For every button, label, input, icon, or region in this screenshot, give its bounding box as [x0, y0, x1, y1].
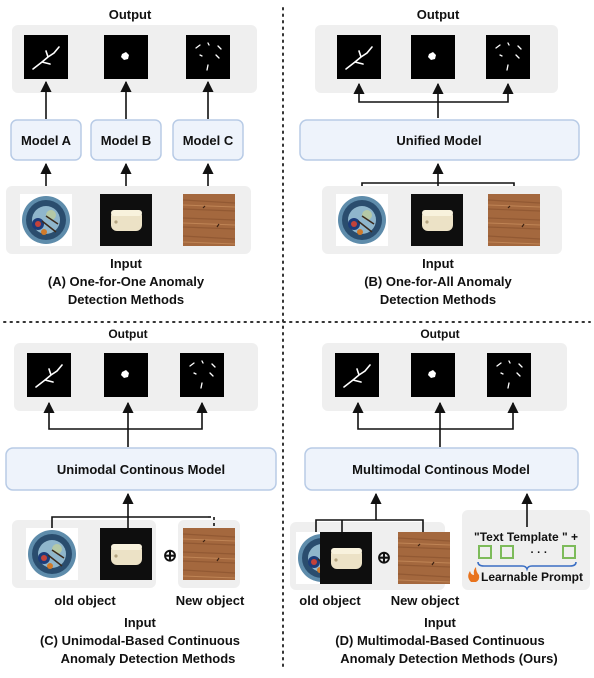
panel-b-caption-1: (B) One-for-All Anomaly [364, 274, 512, 289]
panel-b-input-label: Input [422, 256, 454, 271]
panel-a-mask-2 [104, 35, 148, 79]
panel-d-mask-3 [486, 352, 532, 398]
panel-c-output-label: Output [108, 327, 147, 341]
panel-a-mask-3 [185, 34, 231, 80]
panel-c-plus-symbol: ⊕ [163, 546, 177, 565]
panel-a-mask-1 [23, 34, 69, 80]
panel-d-old-label: old object [299, 593, 361, 608]
panel-c-new-label: New object [176, 593, 245, 608]
prompt-token-n [562, 545, 576, 559]
prompt-token-1 [478, 545, 492, 559]
panel-d-mask-1 [334, 352, 380, 398]
panel-a-input-label: Input [110, 256, 142, 271]
model-a-label: Model A [21, 133, 72, 148]
panel-b-input-wood [487, 193, 541, 247]
panel-c-old-label: old object [54, 593, 116, 608]
learnable-prompt-label: Learnable Prompt [481, 570, 583, 584]
panel-b-caption-2: Detection Methods [380, 292, 496, 307]
panel-b-mask-1 [336, 34, 382, 80]
unimodal-model-label: Unimodal Continous Model [57, 462, 225, 477]
panel-a-input-wood [182, 193, 236, 247]
panel-d-mask-2 [411, 353, 455, 397]
panel-d-plus-symbol: ⊕ [377, 548, 391, 567]
panel-c-input-screw [25, 527, 79, 581]
panel-c-caption-1: (C) Unimodal-Based Continuous [40, 633, 240, 648]
panel-a-caption-2: Detection Methods [68, 292, 184, 307]
panel-c-input-wood [182, 527, 236, 581]
model-c-box [172, 119, 244, 161]
panel-d-output-label: Output [420, 327, 459, 341]
panel-c-caption-2: Anomaly Detection Methods [61, 651, 236, 666]
model-c-label: Model C [183, 133, 234, 148]
unified-model-box [299, 119, 580, 161]
unified-model-label: Unified Model [396, 133, 481, 148]
model-a-box [10, 119, 82, 161]
panel-b-mask-2 [411, 35, 455, 79]
multimodal-model-label: Multimodal Continous Model [352, 462, 530, 477]
panel-b-mask-3 [485, 34, 531, 80]
panel-d-new-label: New object [391, 593, 460, 608]
model-b-box [90, 119, 162, 161]
prompt-dots: · · · [530, 547, 547, 559]
panel-a-input-pill [100, 194, 152, 246]
panel-c-mask-1 [26, 352, 72, 398]
panel-c-mask-2 [104, 353, 148, 397]
multimodal-model-box [304, 447, 579, 491]
panel-c-input-pill [100, 528, 152, 580]
panel-a-output-label: Output [109, 7, 152, 22]
panel-d-caption-2: Anomaly Detection Methods (Ours) [340, 651, 557, 666]
panel-c-input-label: Input [124, 615, 156, 630]
panel-b-output-label: Output [417, 7, 460, 22]
prompt-brace [477, 561, 577, 572]
panel-b-input-pill [411, 194, 463, 246]
model-b-label: Model B [101, 133, 152, 148]
panel-b-input-screw [335, 193, 389, 247]
text-template-label: "Text Template " + [474, 530, 578, 544]
panel-d-text-input-area [462, 510, 590, 590]
panel-c-mask-3 [179, 352, 225, 398]
fire-icon [468, 567, 480, 582]
panel-d-input-pill [320, 532, 372, 584]
panel-a-input-screw [19, 193, 73, 247]
unimodal-model-box [5, 447, 277, 491]
panel-a-caption-1: (A) One-for-One Anomaly [48, 274, 205, 289]
panel-d-input-label: Input [424, 615, 456, 630]
prompt-token-2 [500, 545, 514, 559]
panel-d-input-wood [397, 531, 451, 585]
panel-d-caption-1: (D) Multimodal-Based Continuous [335, 633, 544, 648]
